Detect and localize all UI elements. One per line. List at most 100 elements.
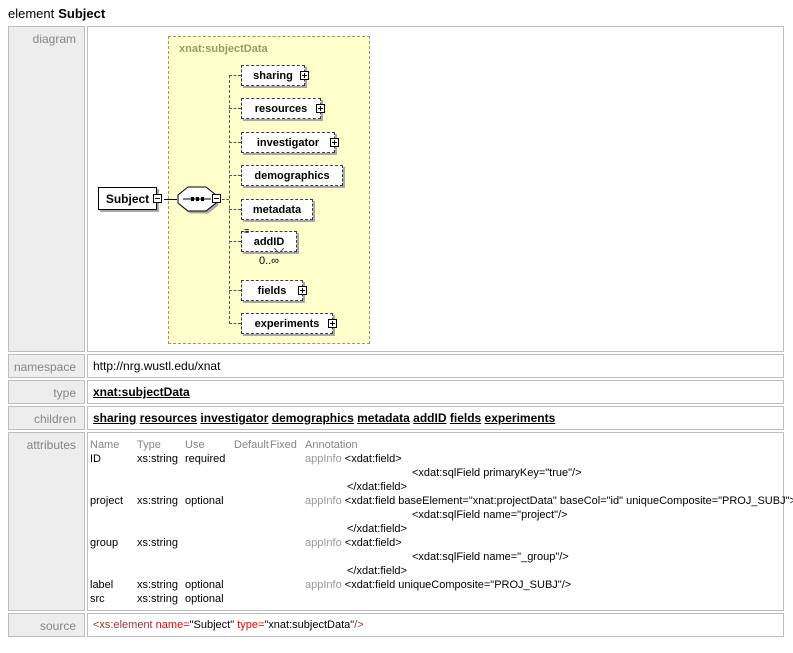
expand-icon[interactable]: [298, 286, 307, 295]
type-link[interactable]: xnat:subjectData: [93, 385, 190, 399]
appinfo-label: appInfo: [305, 453, 345, 465]
expand-icon[interactable]: [330, 138, 339, 147]
attr-default: [233, 452, 269, 494]
attr-fixed: [269, 494, 304, 536]
diagram-element-sharing[interactable]: sharing: [241, 65, 309, 86]
attr-name: ID: [90, 453, 101, 465]
attr-default: [233, 494, 269, 536]
diagram-element-label: fields: [257, 284, 287, 297]
attr-header-annotation: Annotation: [305, 439, 358, 451]
connector-trunk: [229, 75, 230, 324]
expand-icon[interactable]: [316, 104, 325, 113]
attr-use: optional: [185, 579, 224, 591]
annotation-line: </xdat:field>: [347, 565, 407, 577]
schema-diagram: xnat:subjectData Subject: [90, 29, 783, 349]
diagram-element-resources[interactable]: resources: [241, 98, 325, 119]
annotation-line: appInfo <xdat:field baseElement="xnat:pr…: [305, 495, 793, 507]
annotation-line: <xdat:sqlField name="project"/>: [412, 509, 568, 521]
attr-default: [233, 578, 269, 592]
diagram-element-demographics[interactable]: demographics: [241, 165, 343, 186]
attr-use: [184, 536, 233, 578]
attr-default: [233, 592, 269, 606]
source-token-value: "Subject": [189, 619, 235, 631]
children-links: sharing resources investigator demograph…: [87, 406, 784, 430]
attr-header-name: Name: [90, 439, 120, 451]
diagram-element-label: resources: [254, 102, 308, 115]
type-row-label: type: [8, 380, 85, 404]
diagram-element-fields[interactable]: fields: [241, 280, 307, 301]
children-link-resources[interactable]: resources: [139, 411, 198, 425]
source-token-tag: />: [354, 619, 364, 631]
connector-line: [222, 199, 229, 200]
diagram-cell: xnat:subjectData Subject: [87, 26, 784, 352]
occurrence-notch-icon: [274, 244, 285, 256]
attr-header-fixed: Fixed: [270, 439, 297, 451]
diagram-element-label: investigator: [256, 136, 320, 149]
source-row-label: source: [8, 613, 85, 637]
attr-header-type: Type: [137, 439, 161, 451]
diagram-element-investigator[interactable]: investigator: [241, 132, 339, 153]
source-token-attr: type=: [237, 619, 265, 631]
connector-line: [229, 290, 241, 291]
children-link-sharing[interactable]: sharing: [93, 411, 137, 425]
expand-icon[interactable]: [300, 71, 309, 80]
multiline-icon: ≡: [244, 226, 250, 236]
attr-use: optional: [185, 593, 224, 605]
children-link-demographics[interactable]: demographics: [271, 411, 354, 425]
attr-type: xs:string: [137, 593, 178, 605]
annotation-line: appInfo <xdat:field>: [305, 453, 402, 465]
connector-line: [229, 241, 241, 242]
diagram-element-addID[interactable]: addID≡: [241, 227, 297, 254]
diagram-element-metadata[interactable]: metadata: [241, 199, 313, 220]
source-row: source <xs:element name="Subject" type="…: [8, 613, 784, 637]
attr-name: project: [90, 495, 124, 507]
namespace-row: namespace http://nrg.wustl.edu/xnat: [8, 354, 784, 378]
sequence-icon: [177, 186, 217, 215]
diagram-element-label: demographics: [254, 169, 330, 182]
children-link-experiments[interactable]: experiments: [484, 411, 556, 425]
namespace-row-label: namespace: [8, 354, 85, 378]
collapse-icon[interactable]: [212, 194, 221, 203]
children-link-fields[interactable]: fields: [449, 411, 482, 425]
annotation-line: <xdat:sqlField primaryKey="true"/>: [412, 467, 582, 479]
diagram-element-label: experiments: [254, 317, 320, 330]
source-token-tag: <xs:element: [93, 619, 156, 631]
connector-line: [229, 323, 241, 324]
source-code: <xs:element name="Subject" type="xnat:su…: [87, 613, 784, 637]
diagram-row: diagram xnat:subjectData Subject: [8, 26, 784, 352]
attr-annotation: appInfo <xdat:field> <xdat:sqlField prima…: [304, 452, 793, 494]
annotation-line: <xdat:sqlField name="_group"/>: [412, 551, 569, 563]
attr-type: xs:string: [137, 495, 178, 507]
attr-fixed: [269, 578, 304, 592]
connector-line: [229, 209, 241, 210]
connector-line: [164, 199, 177, 200]
annotation-line: </xdat:field>: [347, 481, 407, 493]
attr-type: xs:string: [137, 579, 178, 591]
collapse-icon[interactable]: [153, 194, 162, 203]
children-link-metadata[interactable]: metadata: [357, 411, 410, 425]
attr-name: group: [90, 537, 119, 549]
attr-type: xs:string: [137, 537, 178, 549]
connector-line: [229, 142, 241, 143]
attr-type: xs:string: [137, 453, 178, 465]
attr-name: src: [90, 593, 105, 605]
attr-annotation: appInfo <xdat:field uniqueComposite="PRO…: [304, 578, 793, 592]
diagram-row-label: diagram: [8, 26, 85, 352]
children-link-addID[interactable]: addID: [413, 411, 447, 425]
diagram-element-subject: Subject: [98, 187, 157, 210]
children-row-label: children: [8, 406, 85, 430]
annotation-line: </xdat:field>: [347, 523, 407, 535]
source-token-attr: name=: [155, 619, 190, 631]
diagram-element-experiments[interactable]: experiments: [241, 313, 337, 334]
expand-icon[interactable]: [328, 319, 337, 328]
connector-line: [229, 175, 241, 176]
children-link-investigator[interactable]: investigator: [200, 411, 269, 425]
type-row: type xnat:subjectData: [8, 380, 784, 404]
attr-annotation: [304, 592, 793, 606]
attr-header-use: Use: [185, 439, 205, 451]
title-element-name: Subject: [58, 6, 106, 21]
